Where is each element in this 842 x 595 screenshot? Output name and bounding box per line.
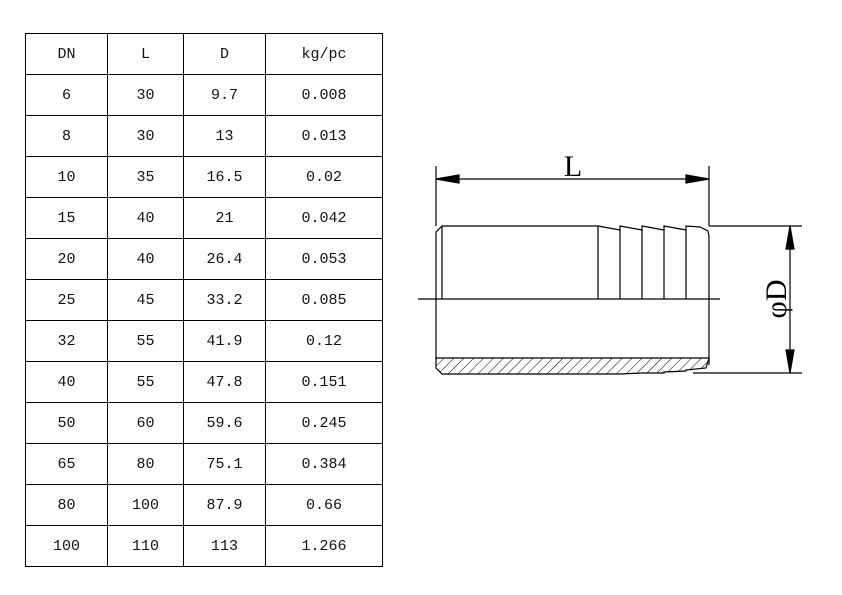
table-cell: 25 [25,279,108,321]
table-cell: 10 [25,156,108,198]
table-cell: 0.245 [265,402,383,444]
table-cell: 13 [183,115,266,157]
fitting-body [418,225,720,375]
column-header: kg/pc [265,33,383,75]
table-cell: 0.085 [265,279,383,321]
table-cell: 26.4 [183,238,266,280]
table-cell: 65 [25,443,108,485]
diameter-label: φD [760,280,793,319]
table-cell: 75.1 [183,443,266,485]
length-dimension [435,166,710,226]
table-cell: 80 [25,484,108,526]
table-cell: 35 [107,156,184,198]
table-cell: 16.5 [183,156,266,198]
table-cell: 20 [25,238,108,280]
table-cell: 1.266 [265,525,383,567]
table-cell: 60 [107,402,184,444]
table-cell: 113 [183,525,266,567]
table-cell: 55 [107,361,184,403]
table-cell: 0.053 [265,238,383,280]
table-cell: 15 [25,197,108,239]
length-label: L [564,150,582,183]
table-cell: 110 [107,525,184,567]
table-cell: 0.12 [265,320,383,362]
column-header: DN [25,33,108,75]
table-cell: 9.7 [183,74,266,116]
diameter-dimension [693,225,802,374]
table-cell: 100 [25,525,108,567]
table-cell: 0.013 [265,115,383,157]
table-cell: 0.02 [265,156,383,198]
table-cell: 80 [107,443,184,485]
table-cell: 30 [107,74,184,116]
table-cell: 100 [107,484,184,526]
table-cell: 40 [107,238,184,280]
table-cell: 45 [107,279,184,321]
table-cell: 0.384 [265,443,383,485]
column-header: L [107,33,184,75]
table-cell: 50 [25,402,108,444]
table-cell: 87.9 [183,484,266,526]
